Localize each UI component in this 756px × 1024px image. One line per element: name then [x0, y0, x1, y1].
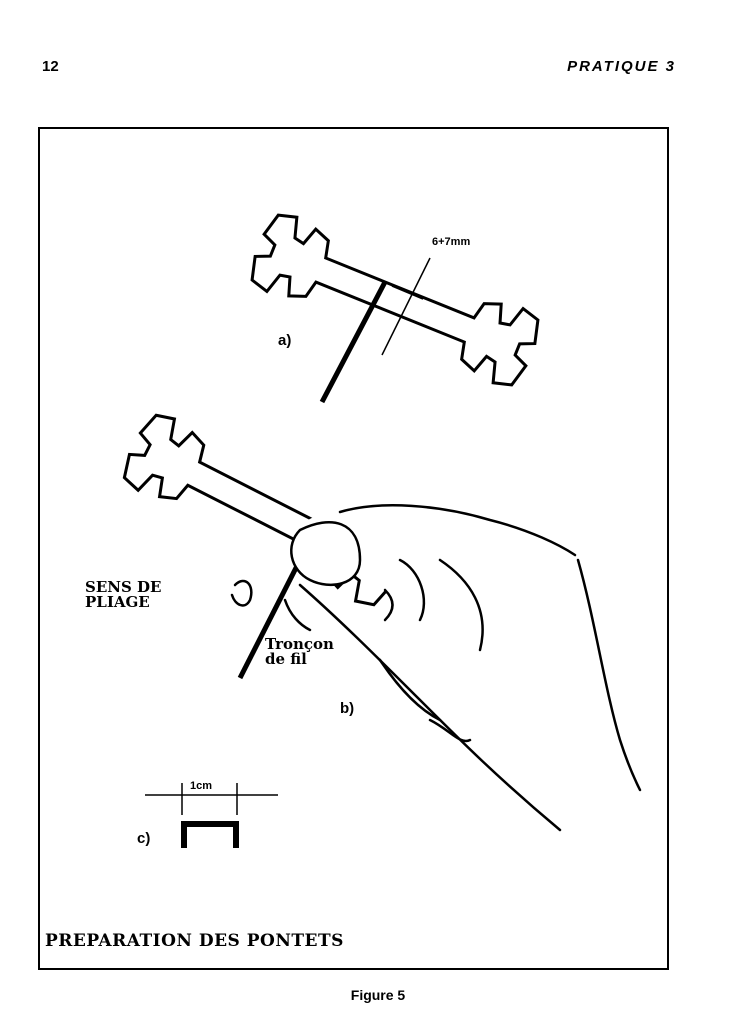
part-a-label: a) — [278, 332, 292, 349]
dimension-line-a — [381, 257, 431, 356]
wire-a — [319, 280, 388, 404]
direction-label: SENS DE PLIAGE — [85, 578, 162, 611]
running-title: PRATIQUE 3 — [567, 58, 676, 75]
part-c-label: c) — [137, 830, 151, 847]
figure-title: PREPARATION DES PONTETS — [45, 931, 344, 951]
wrench-a — [243, 206, 547, 394]
wire-b — [237, 558, 303, 680]
staple-c — [145, 783, 278, 848]
figure-frame — [38, 127, 669, 970]
page-number: 12 — [42, 58, 59, 75]
part-b-label: b) — [340, 700, 355, 717]
wire-label: Tronçon de fil — [265, 635, 334, 668]
dimension-c-label: 1cm — [190, 780, 213, 792]
hand-drawing — [230, 503, 642, 832]
figure-caption: Figure 5 — [350, 987, 406, 1003]
dimension-a-label: 6+7mm — [432, 236, 471, 248]
